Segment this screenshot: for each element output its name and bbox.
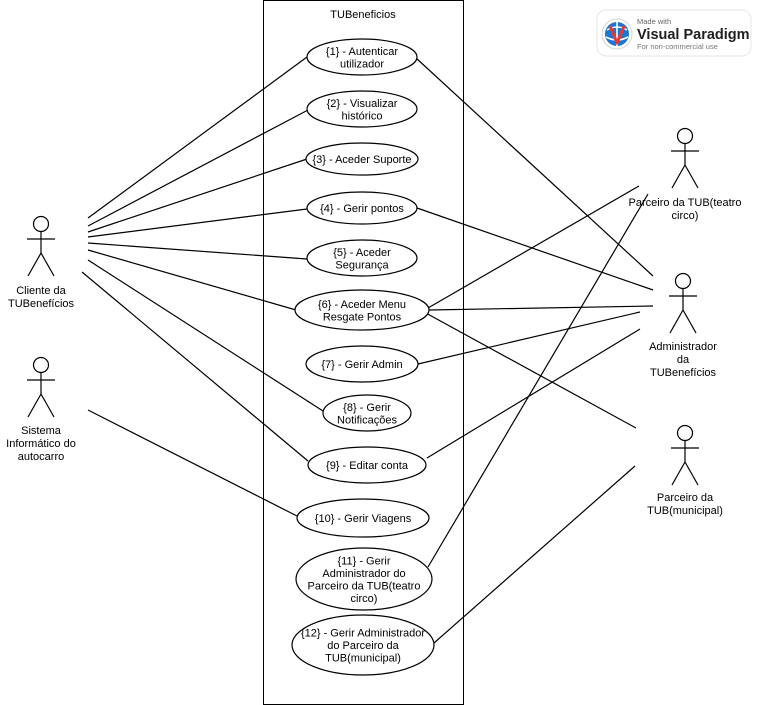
association-cliente-uc6 (87, 249, 297, 311)
association-administrador-uc9 (426, 328, 641, 459)
use-case-label: {6} - Aceder Menu (318, 299, 406, 311)
use-case-ellipse (296, 498, 430, 538)
use-case-label: Parceiro da TUB(teatro (308, 580, 421, 592)
use-case-label: {9} - Editar conta (326, 460, 409, 472)
use-case-label: {2} - Visualizar (327, 98, 398, 110)
association-administrador-uc4 (416, 207, 654, 291)
stick-figure-icon (671, 127, 699, 189)
system-title: TUBeneficios (330, 9, 396, 21)
actor-label: Cliente da (16, 285, 66, 297)
association-sistema-uc10 (87, 409, 298, 517)
use-case-label: do Parceiro da (327, 640, 399, 652)
stick-figure-icon (27, 356, 55, 418)
use-case-label: utilizador (340, 58, 384, 70)
use-case-label: circo) (351, 593, 378, 605)
use-case-label: {12} - Gerir Administrador (301, 628, 425, 640)
use-case-label: {10} - Gerir Viagens (315, 513, 412, 525)
actors: Cliente daTUBenefíciosSistemaInformático… (6, 127, 742, 517)
use-case-ellipse (305, 142, 419, 176)
association-administrador-uc1 (415, 57, 654, 277)
use-case-ellipse (306, 90, 418, 128)
use-case-ellipse (307, 446, 427, 484)
association-cliente-uc8 (87, 259, 324, 412)
actor-label: Sistema (21, 425, 62, 437)
use-case-ellipse (306, 191, 418, 225)
visual-paradigm-logo-icon (601, 18, 633, 50)
association-cliente-uc1 (87, 56, 308, 219)
use-case-ellipse (306, 38, 418, 76)
use-case-label: {7} - Gerir Admin (321, 359, 402, 371)
actor-label: da (677, 354, 690, 366)
use-case-label: {11} - Gerir (338, 555, 391, 567)
use-case-ellipse (291, 614, 435, 676)
use-case-label: {8} - Gerir (343, 402, 391, 414)
association-cliente-uc2 (87, 109, 309, 227)
association-lines (81, 56, 654, 644)
use-case-ellipse (295, 547, 433, 611)
use-case-9: {9} - Editar conta (307, 446, 427, 484)
stick-figure-icon (671, 424, 699, 486)
association-parceiro-teatro-uc11 (427, 193, 649, 568)
actor-label: TUBenefícios (650, 367, 717, 379)
watermark-subtitle: For non-commercial use (637, 42, 718, 51)
association-administrador-uc7 (417, 311, 641, 365)
use-case-ellipse (294, 289, 430, 331)
use-case-ellipse (306, 239, 418, 277)
association-parceiro-municipal-uc12 (433, 465, 636, 644)
association-parceiro-teatro-uc6 (427, 185, 640, 309)
use-case-ellipse (322, 394, 412, 432)
association-cliente-uc4 (87, 208, 308, 238)
use-case-10: {10} - Gerir Viagens (296, 498, 430, 538)
use-case-label: {4} - Gerir pontos (320, 203, 404, 215)
watermark-badge: Made with Visual Paradigm For non-commer… (596, 9, 752, 57)
actor-label: Parceiro da TUB(teatro (629, 197, 742, 209)
use-case-label: histórico (342, 110, 383, 122)
association-cliente-uc5 (87, 242, 308, 260)
use-case-3: {3} - Aceder Suporte (305, 142, 419, 176)
use-case-label: {1} - Autenticar (326, 46, 398, 58)
use-case-label: Notificações (337, 414, 397, 426)
use-case-7: {7} - Gerir Admin (305, 345, 419, 383)
association-cliente-uc9 (81, 271, 309, 462)
watermark-brand: Visual Paradigm (637, 27, 750, 43)
actor-label: TUBenefícios (8, 298, 75, 310)
actor-label: circo) (672, 210, 699, 222)
watermark-made-with: Made with (637, 17, 671, 26)
use-case-label: Segurança (335, 259, 389, 271)
actor-label: Parceiro da (657, 492, 714, 504)
stick-figure-icon (669, 272, 697, 334)
stick-figure-icon (27, 215, 55, 277)
association-parceiro-municipal-uc6 (423, 311, 637, 429)
actor-label: autocarro (18, 451, 64, 463)
use-case-label: Administrador do (322, 568, 405, 580)
use-case-label: {3} - Aceder Suporte (312, 154, 411, 166)
association-administrador-uc6 (428, 305, 654, 311)
use-case-label: TUB(municipal) (325, 653, 401, 665)
use-case-ellipse (305, 345, 419, 383)
actor-label: Administrador (649, 341, 717, 353)
association-cliente-uc3 (87, 158, 308, 233)
use-case-label: {5} - Aceder (333, 247, 391, 259)
actor-label: TUB(municipal) (647, 505, 723, 517)
actor-label: Informático do (6, 438, 76, 450)
use-case-label: Resgate Pontos (323, 311, 402, 323)
use-case-4: {4} - Gerir pontos (306, 191, 418, 225)
